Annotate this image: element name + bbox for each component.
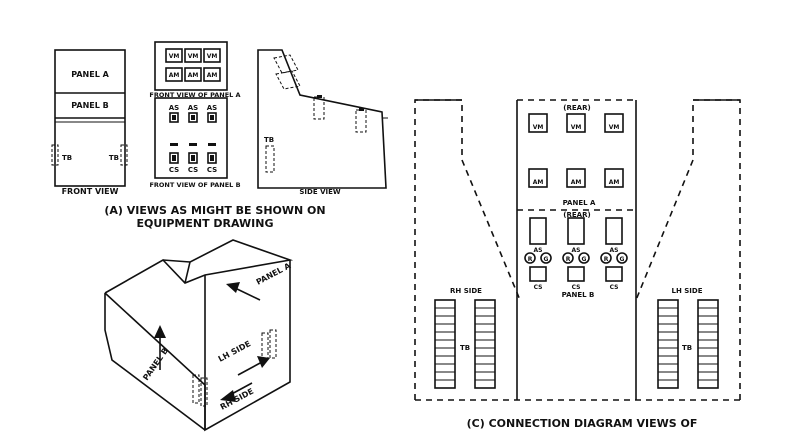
am-terminal-label: AM xyxy=(609,179,620,186)
green-lamp-label: G xyxy=(544,256,549,263)
red-lamp-label: R xyxy=(566,256,571,263)
indicator-lights xyxy=(170,143,216,146)
front-view-tb-right-label: TB xyxy=(109,154,119,162)
am-terminal-label: AM xyxy=(571,179,582,186)
vm-meter-label: VM xyxy=(207,53,218,60)
connection-diagram: (REAR) VM VM VM AM AM AM PANEL A (REAR) … xyxy=(414,99,741,401)
cs-terminal-label: CS xyxy=(572,284,581,291)
terminal-strips xyxy=(434,299,719,389)
as-terminal-label: AS xyxy=(572,247,581,254)
front-view-panel-b-label: PANEL B xyxy=(71,101,108,110)
isometric-view: PANEL A PANEL B LH SIDE RH SIDE xyxy=(104,239,294,432)
red-lamp-label: R xyxy=(528,256,533,263)
rh-side-label: RH SIDE xyxy=(450,287,482,295)
vm-terminals: VM VM VM xyxy=(528,113,624,133)
as-label: AS xyxy=(207,104,217,112)
terminal-strip xyxy=(657,299,679,389)
conn-panel-a-label: PANEL A xyxy=(563,199,596,207)
terminal-strip xyxy=(474,299,496,389)
lh-side-label: LH SIDE xyxy=(672,287,703,295)
front-view-panel-b-caption: FRONT VIEW OF PANEL B xyxy=(149,181,240,189)
am-terminals: AM AM AM xyxy=(528,168,624,188)
as-terminal-blocks xyxy=(529,217,623,245)
vm-terminal-label: VM xyxy=(533,124,544,131)
panel-a-am-meters: AM AM AM xyxy=(165,67,221,82)
vm-meter-label: VM xyxy=(188,53,199,60)
front-view-panel-b: AS AS AS CS CS CS FRONT VIEW OF PANEL B xyxy=(149,97,241,189)
am-meter-label: AM xyxy=(188,72,199,79)
indicator-lamps: R G R G R G xyxy=(524,252,628,264)
view-c-caption: (C) CONNECTION DIAGRAM VIEWS OF xyxy=(467,417,698,430)
as-terminal-label: AS xyxy=(534,247,543,254)
green-lamp-label: G xyxy=(582,256,587,263)
iso-lh-side-label: LH SIDE xyxy=(217,339,253,364)
side-view: TB SIDE VIEW xyxy=(257,49,388,196)
side-view-caption: SIDE VIEW xyxy=(299,188,340,196)
cs-terminal-blocks xyxy=(529,266,623,282)
front-view: PANEL A PANEL B TB TB FRONT VIEW xyxy=(51,49,128,196)
side-view-tb-label: TB xyxy=(264,136,274,144)
vm-terminal-label: VM xyxy=(609,124,620,131)
view-a-caption-line2: EQUIPMENT DRAWING xyxy=(136,217,273,230)
front-view-caption: FRONT VIEW xyxy=(62,187,119,196)
panel-a-vm-meters: VM VM VM xyxy=(165,48,221,63)
am-terminal-label: AM xyxy=(533,179,544,186)
am-meter-label: AM xyxy=(169,72,180,79)
vm-meter-label: VM xyxy=(169,53,180,60)
front-view-panel-a: VM VM VM AM AM AM FRONT VIEW OF PANEL A xyxy=(149,41,241,99)
cs-terminal-label: CS xyxy=(534,284,543,291)
terminal-strip xyxy=(697,299,719,389)
ammeter-switch-knobs xyxy=(169,112,217,123)
as-label: AS xyxy=(169,104,179,112)
as-terminal-label: AS xyxy=(610,247,619,254)
cs-terminal-label: CS xyxy=(610,284,619,291)
green-lamp-label: G xyxy=(620,256,625,263)
front-view-panel-a-caption: FRONT VIEW OF PANEL A xyxy=(149,91,240,99)
panel-a-rear-label: (REAR) xyxy=(563,104,590,112)
rh-tb-label: TB xyxy=(460,344,470,352)
iso-panel-b-label: PANEL B xyxy=(141,346,170,382)
red-lamp-label: R xyxy=(604,256,609,263)
cs-label: CS xyxy=(207,166,217,174)
view-a-caption-line1: (A) VIEWS AS MIGHT BE SHOWN ON xyxy=(104,204,325,217)
conn-panel-b-label: PANEL B xyxy=(562,291,595,299)
cs-label: CS xyxy=(188,166,198,174)
cs-label: CS xyxy=(169,166,179,174)
as-label: AS xyxy=(188,104,198,112)
front-view-tb-left-label: TB xyxy=(62,154,72,162)
terminal-strip xyxy=(434,299,456,389)
vm-terminal-label: VM xyxy=(571,124,582,131)
panel-b-rear-label: (REAR) xyxy=(563,211,590,219)
control-switches xyxy=(169,152,217,164)
am-meter-label: AM xyxy=(207,72,218,79)
lh-tb-label: TB xyxy=(682,344,692,352)
front-view-panel-a-label: PANEL A xyxy=(71,70,109,79)
